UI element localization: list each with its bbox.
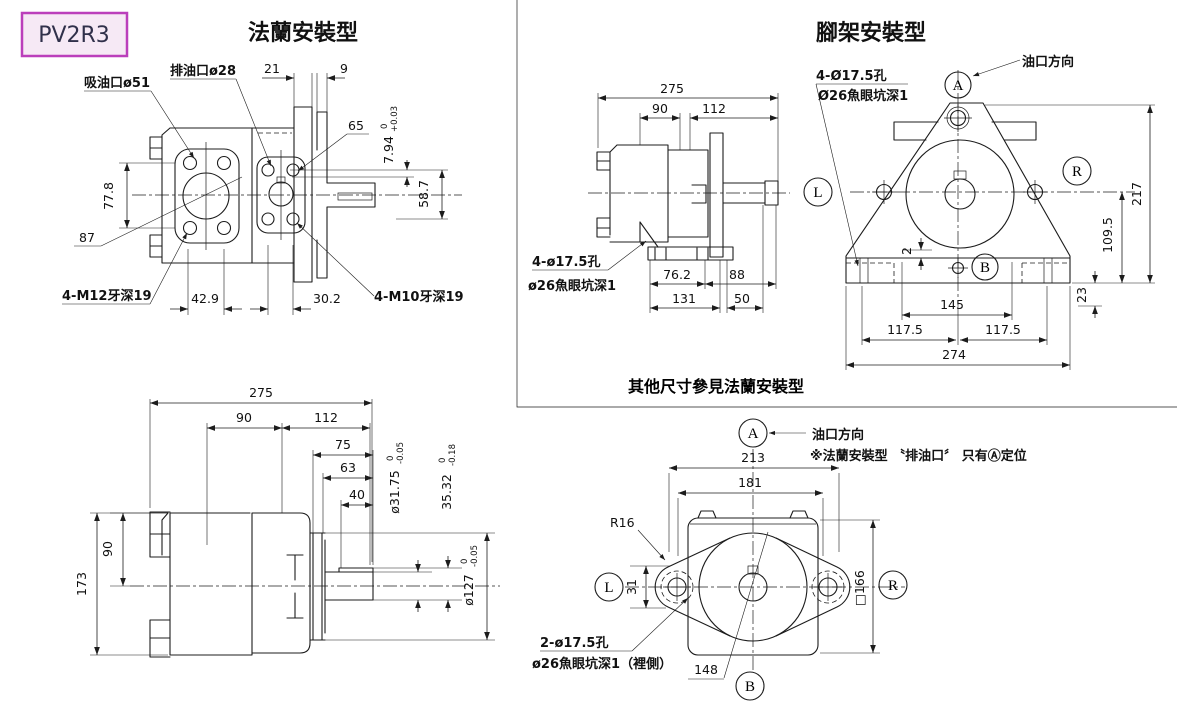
dim-2: 2 bbox=[899, 247, 914, 255]
port-r-circle bbox=[1062, 156, 1092, 186]
dim-40: 40 bbox=[349, 487, 365, 502]
flange-rear-view: A L R B 油口方向 ※法蘭安裝型 〝排油口〞 只有Ⓐ定位 213 181 … bbox=[532, 418, 1027, 701]
dim-117-5-left: 117.5 bbox=[887, 322, 923, 337]
dim-76-2: 76.2 bbox=[663, 267, 691, 282]
foot-front-view: A L R B 油口方向 4-Ø17.5孔 Ø26魚眼坑深1 217 109.5… bbox=[803, 54, 1155, 370]
rear-port-b-letter: B bbox=[745, 679, 755, 695]
port-b-letter: B bbox=[980, 260, 990, 276]
model-badge-label: PV2R3 bbox=[38, 23, 110, 48]
dim-173: 173 bbox=[74, 572, 89, 596]
dim-key-height-group: 7.94 +0.03 0 bbox=[380, 106, 400, 164]
dim-109-5: 109.5 bbox=[1100, 217, 1115, 253]
dim-90-foot: 90 bbox=[652, 101, 668, 116]
rear-port-r-letter: R bbox=[888, 578, 898, 594]
rear-holes-label: 2-ø17.5孔 bbox=[540, 636, 608, 651]
dim-key-tol-lo: -0.18 bbox=[448, 444, 458, 466]
dim-90-vertical: 90 bbox=[100, 541, 115, 557]
dim-87: 87 bbox=[79, 230, 95, 245]
port-b-circle bbox=[971, 253, 999, 281]
foot-holes-label: 4-ø17.5孔 bbox=[532, 255, 600, 270]
dim-275-side: 275 bbox=[249, 385, 273, 400]
dim-31: 31 bbox=[624, 579, 639, 595]
port-l-letter: L bbox=[813, 185, 822, 201]
foot-front-counterbore-label: Ø26魚眼坑深1 bbox=[818, 88, 908, 104]
dim-30-2: 30.2 bbox=[313, 291, 341, 306]
dim-42-9: 42.9 bbox=[191, 291, 219, 306]
dim-23: 23 bbox=[1074, 287, 1089, 303]
foot-counterbore-label: ø26魚眼坑深1 bbox=[528, 278, 616, 294]
port-l-circle bbox=[803, 177, 833, 207]
port-a-letter: A bbox=[953, 78, 964, 94]
dim-112-foot: 112 bbox=[702, 101, 726, 116]
foot-front-holes-label: 4-Ø17.5孔 bbox=[816, 69, 887, 84]
rear-counterbore-label: ø26魚眼坑深1（裡側） bbox=[532, 656, 672, 672]
dim-274: 274 bbox=[942, 347, 966, 362]
port-r-letter: R bbox=[1072, 164, 1082, 180]
m12-thread-label: 4-M12牙深19 bbox=[62, 288, 152, 304]
dim-spigot-tol-lo: -0.05 bbox=[470, 545, 480, 567]
dim-65: 65 bbox=[348, 118, 364, 133]
rear-port-a-letter: A bbox=[748, 426, 759, 442]
dim-shaft-dia-group: ø31.75 -0.05 0 bbox=[386, 442, 406, 514]
flange-front-view: 77.8 87 吸油口ø51 排油口ø28 21 9 65 7.94 +0.03… bbox=[62, 61, 464, 315]
dim-spigot-tol-hi: 0 bbox=[460, 559, 470, 564]
foot-side-view: 275 90 112 76.2 88 131 50 4-ø17.5孔 ø26魚眼… bbox=[528, 81, 790, 313]
port-a-circle bbox=[944, 71, 972, 99]
model-badge-frame bbox=[20, 11, 129, 58]
flange-side-view: 275 90 112 75 63 40 90 173 ø31.75 -0.05 … bbox=[74, 385, 500, 658]
discharge-port-label: 排油口ø28 bbox=[170, 63, 236, 79]
dim-90-side: 90 bbox=[236, 410, 252, 425]
rear-port-r-circle bbox=[878, 570, 908, 600]
foot-mount-title: 腳架安裝型 bbox=[816, 20, 926, 46]
dim-spigot-group: ø127 -0.05 0 bbox=[460, 545, 480, 606]
dim-spigot: ø127 bbox=[461, 574, 476, 606]
flange-port-note: ※法蘭安裝型 〝排油口〞 只有Ⓐ定位 bbox=[810, 448, 1027, 464]
other-dims-note: 其他尺寸參見法蘭安裝型 bbox=[628, 377, 804, 396]
dim-key: 35.32 bbox=[439, 474, 454, 510]
dim-9: 9 bbox=[340, 61, 348, 76]
rear-port-l-letter: L bbox=[604, 580, 613, 596]
dim-112-side: 112 bbox=[314, 410, 338, 425]
dim-shaft-dia: ø31.75 bbox=[387, 470, 402, 513]
dim-58-7: 58.7 bbox=[416, 180, 431, 208]
dim-213: 213 bbox=[741, 450, 765, 465]
dim-275-foot: 275 bbox=[660, 81, 684, 96]
dim-148: 148 bbox=[694, 662, 718, 677]
rear-port-a-circle bbox=[738, 418, 768, 448]
dim-shaft-tol-lo: -0.05 bbox=[396, 442, 406, 464]
dim-75: 75 bbox=[335, 437, 351, 452]
dim-77-8: 77.8 bbox=[101, 182, 116, 210]
dim-21: 21 bbox=[264, 61, 280, 76]
dim-7-94-tol-hi: +0.03 bbox=[390, 106, 400, 132]
dim-117-5-right: 117.5 bbox=[985, 322, 1021, 337]
dim-131: 131 bbox=[672, 291, 696, 306]
port-direction-label-flange: 油口方向 bbox=[812, 427, 864, 443]
dim-88: 88 bbox=[729, 267, 745, 282]
dim-63: 63 bbox=[340, 460, 356, 475]
flange-mount-title: 法蘭安裝型 bbox=[248, 20, 358, 46]
dim-7-94-tol-lo: 0 bbox=[380, 124, 390, 129]
rear-port-l-circle bbox=[594, 572, 624, 602]
dim-r16: R16 bbox=[610, 515, 635, 530]
dim-7-94: 7.94 bbox=[381, 136, 396, 164]
dim-key-tol-hi: 0 bbox=[438, 458, 448, 463]
dim-166: □166 bbox=[852, 570, 867, 606]
rear-port-b-circle bbox=[735, 671, 765, 701]
suction-port-label: 吸油口ø51 bbox=[84, 75, 150, 91]
foot-section-box bbox=[516, 0, 1177, 408]
dim-key-dim-group: 35.32 -0.18 0 bbox=[438, 444, 458, 510]
dim-217: 217 bbox=[1129, 182, 1144, 206]
model-badge: PV2R3 bbox=[20, 11, 129, 58]
dim-50: 50 bbox=[734, 291, 750, 306]
dim-181: 181 bbox=[738, 475, 762, 490]
port-direction-label-foot: 油口方向 bbox=[1022, 54, 1074, 70]
dim-shaft-tol-hi: 0 bbox=[386, 456, 396, 461]
m10-thread-label: 4-M10牙深19 bbox=[374, 289, 464, 305]
dim-145: 145 bbox=[940, 297, 964, 312]
